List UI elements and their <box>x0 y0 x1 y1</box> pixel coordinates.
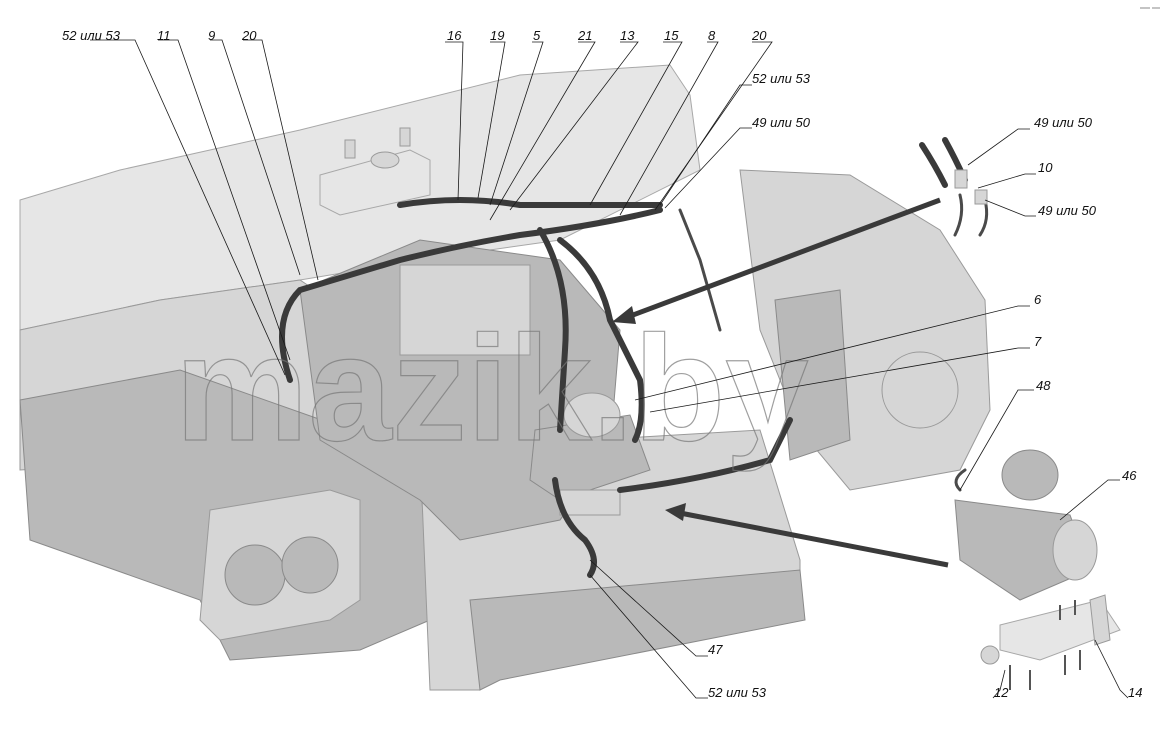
label-9: 9 <box>208 28 215 43</box>
hose-tank <box>397 197 663 208</box>
inset-clamp-a <box>954 169 968 189</box>
inset-bracket-plate <box>999 599 1121 661</box>
label-13: 13 <box>620 28 635 43</box>
tank-cap-left <box>344 139 356 159</box>
inset-hose-a <box>919 142 948 188</box>
inset-clamp-ring <box>980 645 1000 665</box>
inset-heater-motor <box>1001 449 1059 501</box>
label-52-53-top-left: 52 или 53 <box>62 28 121 43</box>
heater-bracket <box>559 489 621 516</box>
leader-lines <box>90 39 1129 699</box>
label-20-right: 20 <box>751 28 767 43</box>
inset-bracket-ear <box>1089 594 1111 646</box>
inset-connectors <box>919 137 989 237</box>
inset-tube-a <box>953 193 964 237</box>
label-14: 14 <box>1128 685 1142 700</box>
label-21: 21 <box>577 28 592 43</box>
hose-lower <box>552 477 597 578</box>
coolant-hoses <box>279 197 793 578</box>
fuel-line <box>678 208 722 332</box>
label-49-50-inset-bottom: 49 или 50 <box>1038 203 1097 218</box>
label-20-left: 20 <box>241 28 257 43</box>
right-headlight-box <box>774 289 851 461</box>
label-48: 48 <box>1036 378 1051 393</box>
label-6: 6 <box>1034 292 1042 307</box>
tank-filler <box>370 151 400 169</box>
engine-head <box>399 264 531 356</box>
label-52-53-right: 52 или 53 <box>752 71 811 86</box>
label-49-50-inset-top: 49 или 50 <box>1034 115 1093 130</box>
label-19: 19 <box>490 28 504 43</box>
arrow-inset-top <box>624 197 941 321</box>
label-15: 15 <box>664 28 679 43</box>
label-49-50-mid: 49 или 50 <box>752 115 811 130</box>
preheater-installed <box>529 392 651 516</box>
tank-cap-right <box>399 127 411 147</box>
watermark-text: mazik.by <box>175 304 809 472</box>
hose-return <box>617 417 793 493</box>
inset-tube-b <box>978 198 989 237</box>
pointer-arrows <box>612 197 949 568</box>
label-7: 7 <box>1034 334 1042 349</box>
label-12: 12 <box>994 685 1009 700</box>
inset-wire <box>954 468 967 492</box>
label-8: 8 <box>708 28 716 43</box>
callout-labels: 52 или 53 11 9 20 16 19 5 21 13 15 8 20 … <box>62 28 1142 700</box>
left-headlight <box>224 544 286 606</box>
arrow-inset-bottom <box>679 510 949 568</box>
inset-bolts <box>1009 600 1081 690</box>
inset-heater <box>954 449 1121 690</box>
inset-clamp-b <box>974 189 988 205</box>
arrow-head-bottom <box>665 503 686 521</box>
label-5: 5 <box>533 28 541 43</box>
label-11: 11 <box>157 28 171 43</box>
label-47: 47 <box>708 642 723 657</box>
hose-main-upper <box>279 207 663 383</box>
inset-heater-end <box>1052 519 1098 581</box>
left-headlight-inner <box>281 536 339 594</box>
expansion-tank <box>319 149 431 216</box>
hose-to-heater-left <box>537 227 569 433</box>
arrow-head-top <box>612 306 636 324</box>
label-10: 10 <box>1038 160 1053 175</box>
label-46: 46 <box>1122 468 1137 483</box>
inset-heater-body <box>954 499 1091 601</box>
label-52-53-bottom: 52 или 53 <box>708 685 767 700</box>
right-headlight <box>881 351 959 429</box>
heater-motor <box>563 392 621 438</box>
hose-to-heater-right <box>557 237 645 443</box>
label-16: 16 <box>447 28 462 43</box>
